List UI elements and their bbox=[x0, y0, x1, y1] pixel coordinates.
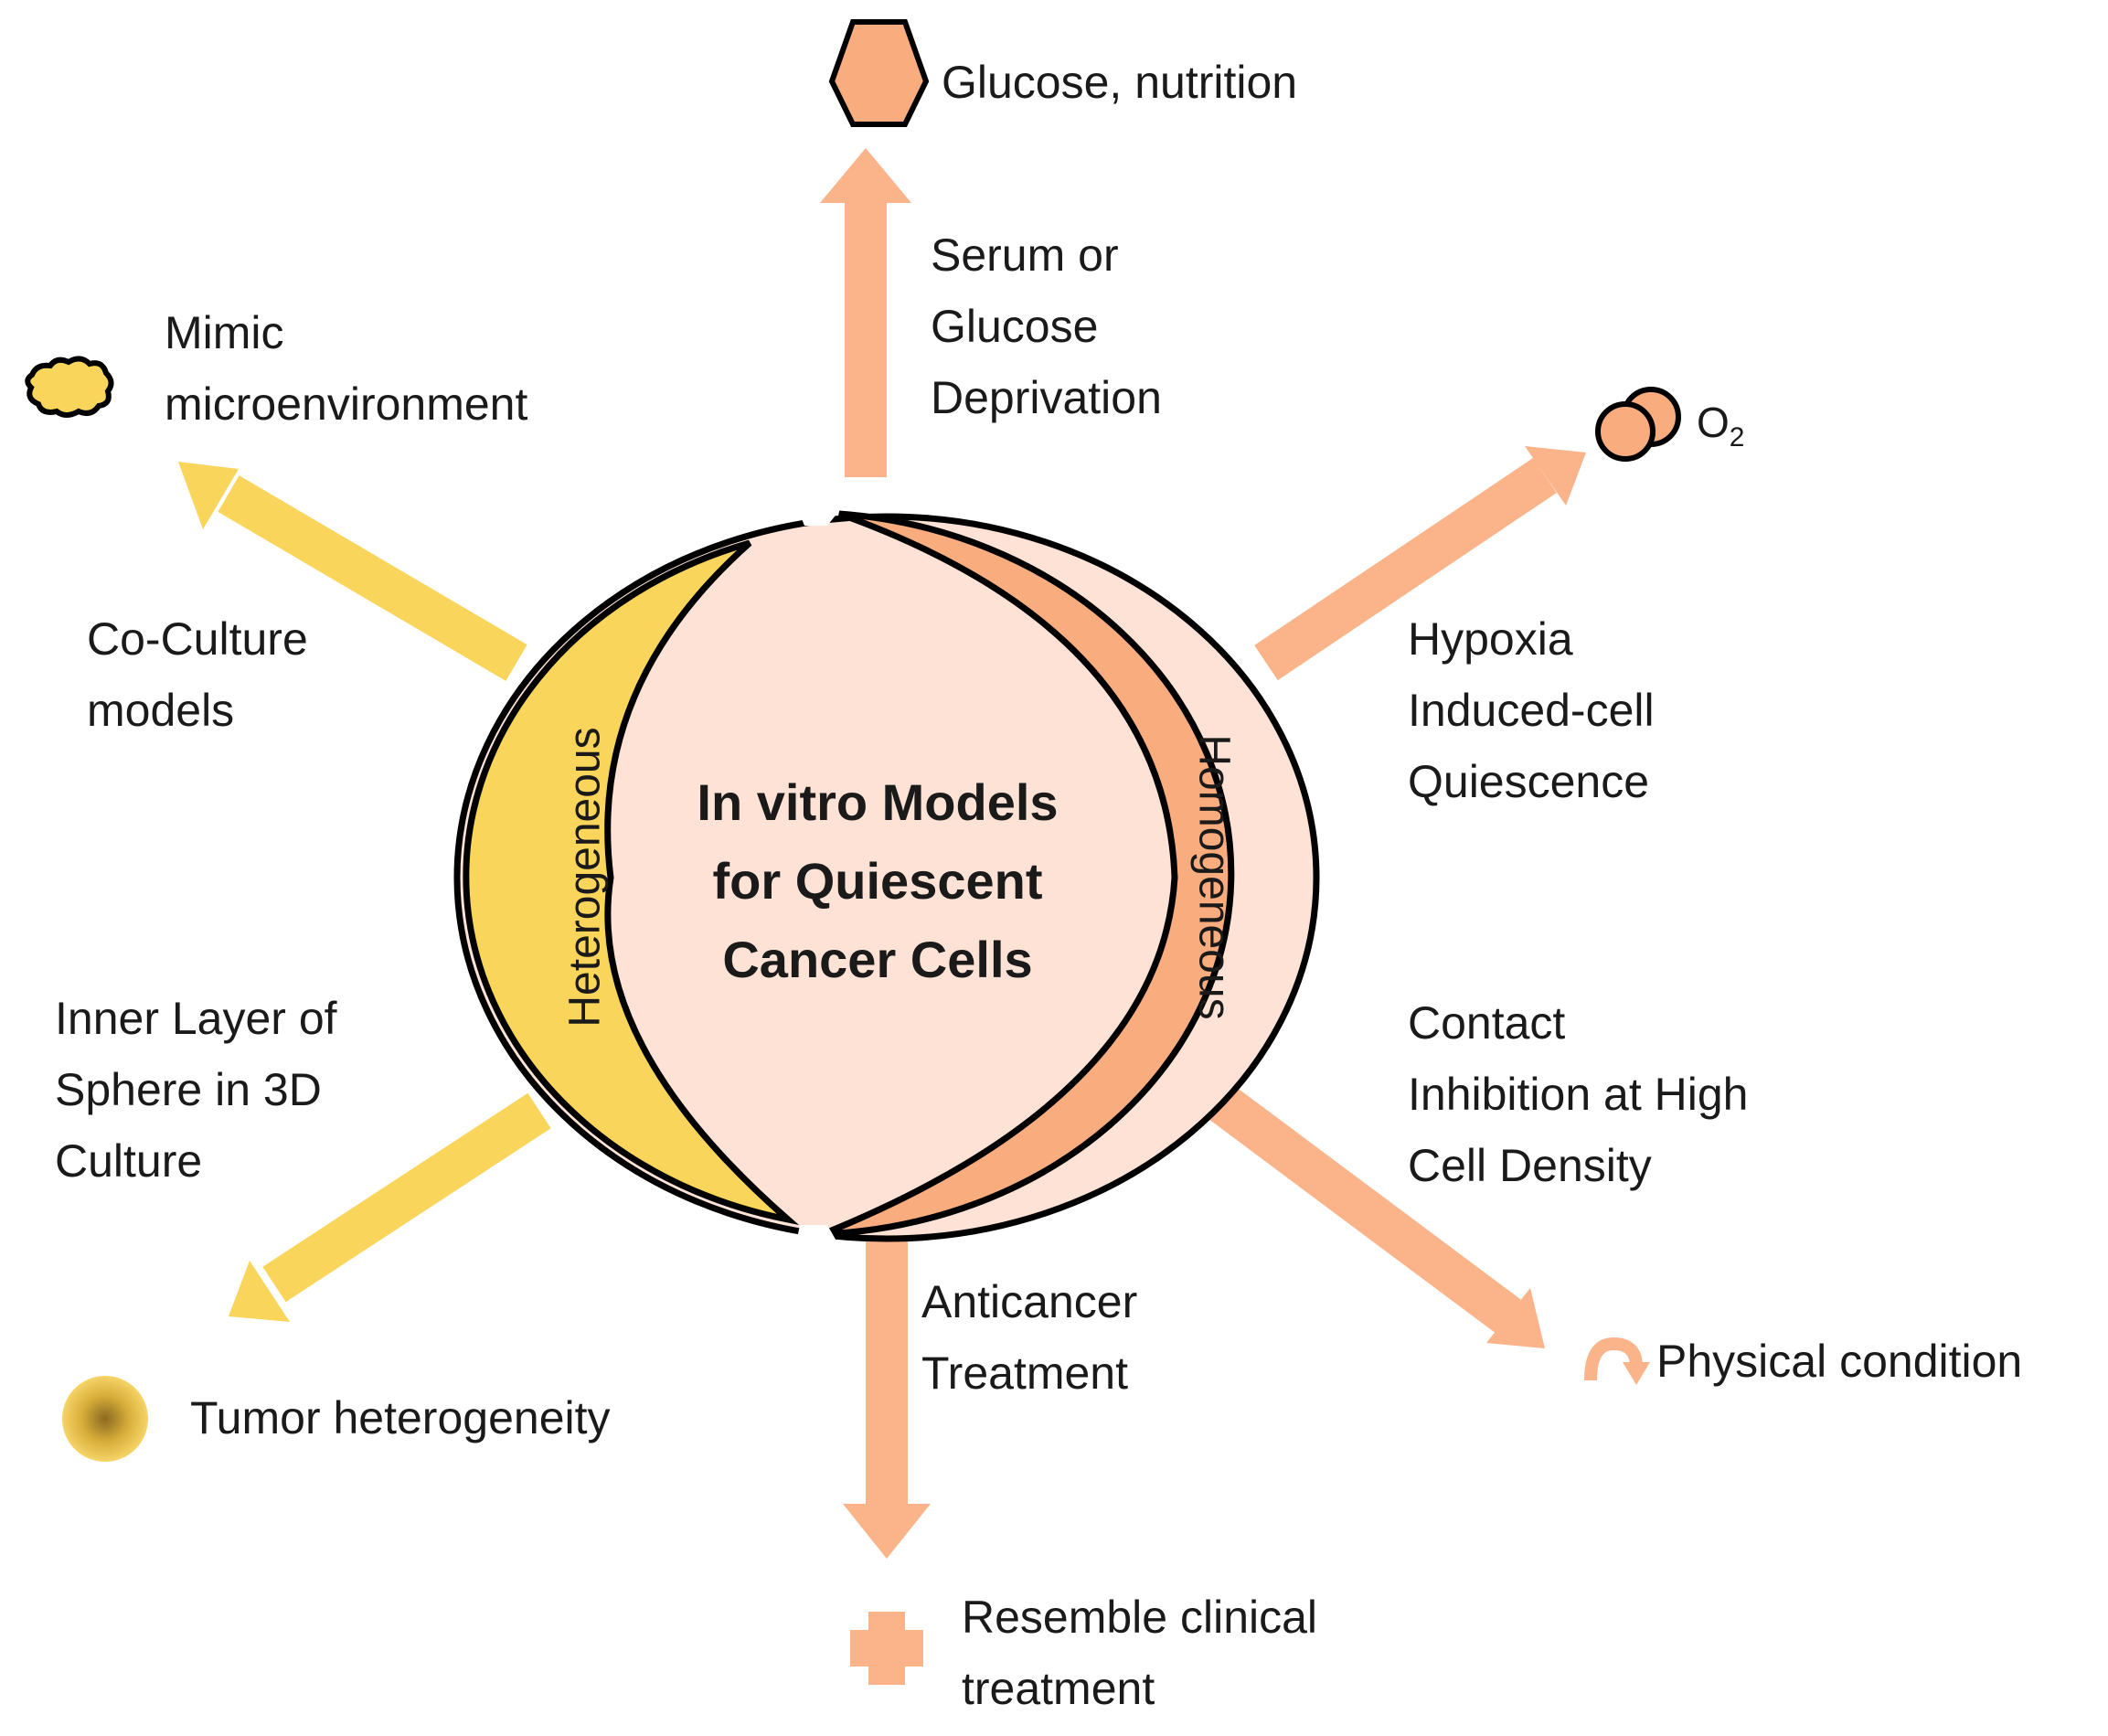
tumor-heterogeneity-label: Tumor heterogeneity bbox=[190, 1392, 611, 1443]
hexagon-icon bbox=[828, 19, 930, 127]
heterogeneous-label: Heterogeneous bbox=[560, 727, 610, 1028]
oxygen-label: O2 bbox=[1697, 399, 1745, 453]
curved-arrow-icon bbox=[1584, 1337, 1650, 1385]
cross-icon bbox=[850, 1612, 923, 1685]
mimic-microenvironment-label: Mimic microenvironment bbox=[165, 307, 528, 430]
contact-inhibition-label: Contact Inhibition at High Cell Density bbox=[1408, 997, 1749, 1191]
homogeneous-label: Homogeneous bbox=[1189, 734, 1239, 1020]
center-title-line-1: In vitro Models bbox=[697, 773, 1059, 831]
arrow-lower-left bbox=[229, 1092, 551, 1322]
cell-cluster-icon bbox=[25, 356, 114, 418]
central-model-shape bbox=[453, 503, 1320, 1257]
arrow-lower-right bbox=[1208, 1084, 1545, 1348]
arrow-down bbox=[843, 1230, 931, 1559]
arrow-upper-left bbox=[178, 462, 527, 681]
glucose-nutrition-label: Glucose, nutrition bbox=[942, 57, 1298, 108]
oxygen-molecule-icon bbox=[1595, 387, 1681, 462]
anticancer-treatment-label: Anticancer Treatment bbox=[921, 1276, 1138, 1399]
inner-layer-sphere-label: Inner Layer of Sphere in 3D Culture bbox=[55, 993, 337, 1187]
hypoxia-quiescence-label: Hypoxia Induced-cell Quiescence bbox=[1408, 613, 1655, 807]
physical-condition-label: Physical condition bbox=[1656, 1336, 2023, 1387]
center-title: In vitro Models for Quiescent Cancer Cel… bbox=[603, 763, 1152, 999]
serum-glucose-deprivation-label: Serum or Glucose Deprivation bbox=[931, 229, 1162, 423]
center-title-line-3: Cancer Cells bbox=[722, 931, 1033, 988]
resemble-clinical-label: Resemble clinical treatment bbox=[962, 1592, 1318, 1714]
arrow-upper-right bbox=[1254, 446, 1586, 681]
co-culture-models-label: Co-Culture models bbox=[87, 613, 308, 736]
arrow-up bbox=[820, 148, 911, 477]
center-title-line-2: for Quiescent bbox=[712, 852, 1043, 910]
tumor-sphere-icon bbox=[62, 1376, 148, 1462]
